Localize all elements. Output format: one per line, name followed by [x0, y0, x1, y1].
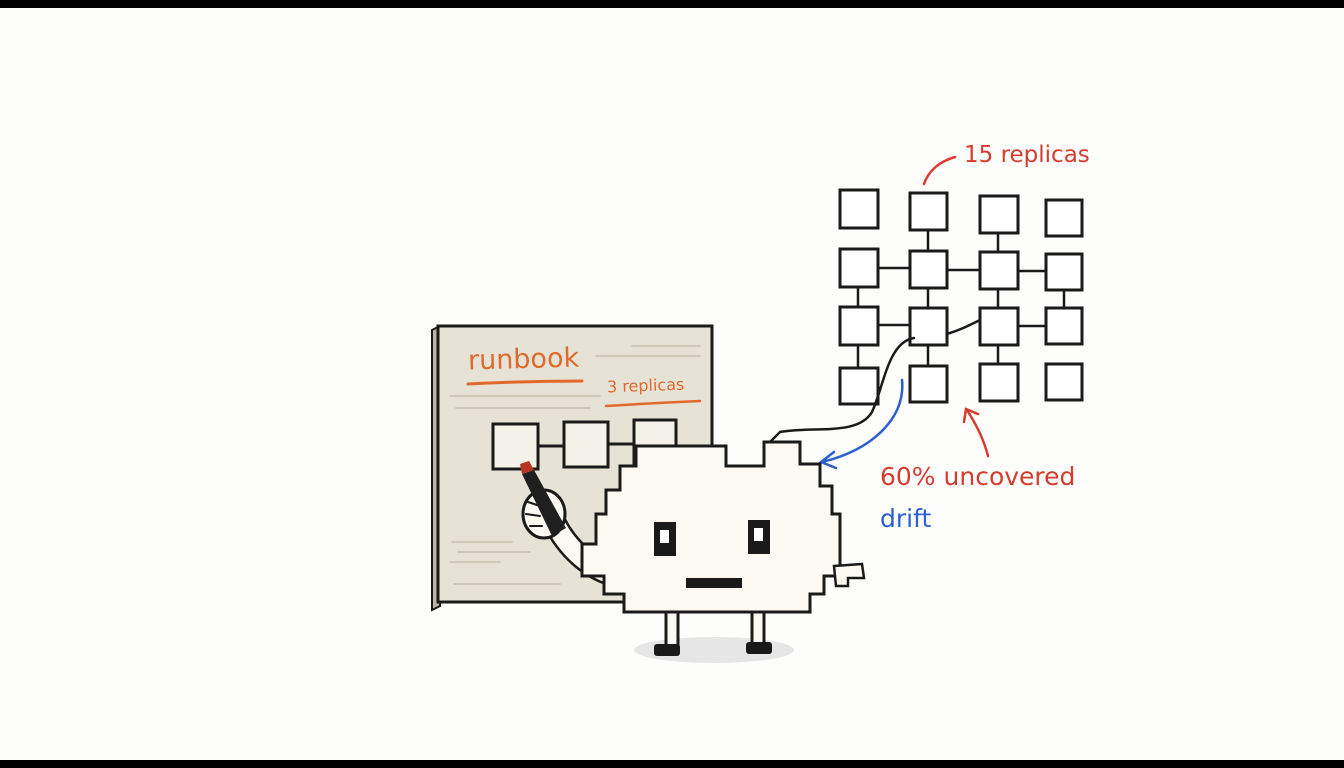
runbook-replica-box	[491, 422, 540, 471]
replica-box	[908, 364, 949, 404]
replica-box	[978, 362, 1020, 403]
replica-box	[908, 191, 949, 232]
mascot-side-nub	[832, 562, 866, 588]
connection-cable	[768, 336, 916, 444]
replica-box	[908, 249, 949, 290]
replica-box	[838, 366, 880, 406]
replica-box	[1044, 198, 1084, 238]
replica-box	[1044, 252, 1084, 292]
replica-box	[978, 194, 1020, 235]
pixel-cloud-mascot	[520, 440, 866, 663]
top-letterbox-bar	[0, 0, 1344, 8]
replica-count-pointer	[922, 155, 957, 186]
board-text-lines	[449, 345, 701, 585]
cluster-replicas-label: 15 replicas	[964, 142, 1090, 168]
runbook-replicas-label: 3 replicas	[606, 374, 685, 397]
coverage-arrow	[962, 407, 990, 458]
replica-box	[908, 306, 949, 347]
runbook-title-underline	[466, 379, 584, 386]
mascot-left-foot	[654, 644, 680, 656]
replica-box	[978, 306, 1020, 347]
drift-label: drift	[880, 504, 932, 533]
runbook-title: runbook	[467, 342, 580, 377]
replica-box	[838, 305, 880, 347]
replica-grid	[838, 188, 1084, 406]
marker-pen-icon	[520, 461, 566, 536]
coverage-label: 60% uncovered	[880, 462, 1076, 491]
grid-replica-boxes	[838, 188, 1084, 406]
mascot-right-foot	[746, 642, 772, 654]
mascot-body	[580, 440, 842, 614]
replica-box	[1044, 362, 1084, 402]
replica-box	[838, 247, 880, 289]
bottom-letterbox-bar	[0, 760, 1344, 768]
mascot-mouth	[686, 578, 742, 588]
replica-box	[978, 250, 1020, 291]
replicas-underline	[604, 399, 702, 408]
replica-box	[1044, 306, 1084, 346]
replica-box	[838, 188, 880, 230]
drift-arrow	[818, 378, 904, 470]
grid-connectors	[856, 230, 1066, 368]
runbook-replica-box	[562, 420, 610, 469]
